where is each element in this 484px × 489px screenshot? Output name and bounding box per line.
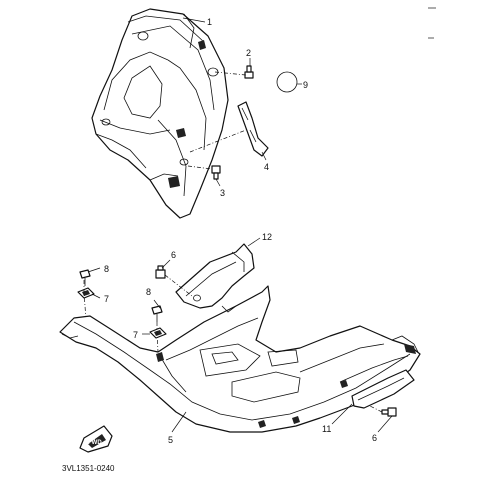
leader-line xyxy=(261,151,267,161)
cap-part-9 xyxy=(276,71,298,93)
callout-7-lower: 7 xyxy=(133,330,138,340)
clip-part-8-lower xyxy=(151,305,163,322)
assembly-line xyxy=(164,274,193,297)
assembly-line xyxy=(369,405,383,413)
under-cover-part-5 xyxy=(59,285,421,433)
leader-line xyxy=(377,415,393,433)
callout-1: 1 xyxy=(207,17,212,27)
callout-8-lower: 8 xyxy=(146,287,151,297)
fwd-arrow-icon: FWD xyxy=(79,425,113,453)
bolt-part-2 xyxy=(244,65,254,79)
callout-9: 9 xyxy=(303,80,308,90)
leg-shield-part-1 xyxy=(91,8,229,219)
bolt-part-6-upper xyxy=(155,265,166,279)
callout-5: 5 xyxy=(168,435,173,445)
callout-3: 3 xyxy=(220,188,225,198)
leader-line xyxy=(331,403,353,425)
bracket-part-12 xyxy=(175,243,255,309)
leader-line xyxy=(182,17,206,23)
leader-line xyxy=(161,259,171,269)
assembly-line xyxy=(187,165,213,170)
leader-line xyxy=(171,411,187,433)
bracket-part-4 xyxy=(237,101,269,157)
callout-8-upper: 8 xyxy=(104,264,109,274)
leader-line xyxy=(153,299,161,309)
callout-6-upper: 6 xyxy=(171,250,176,260)
nut-part-7-lower xyxy=(149,327,167,339)
callout-7-upper: 7 xyxy=(104,294,109,304)
bolt-part-3 xyxy=(211,165,221,180)
leader-line xyxy=(91,293,101,299)
nut-part-7-upper xyxy=(77,287,95,299)
leader-line xyxy=(247,237,261,247)
clip-part-8-upper xyxy=(79,269,91,286)
assembly-line xyxy=(156,322,159,353)
leader-line xyxy=(87,267,101,273)
fwd-mark-label: FWD xyxy=(88,440,102,446)
callout-6-lower: 6 xyxy=(372,433,377,443)
bracket-part-11 xyxy=(351,369,415,409)
bolt-part-6-lower xyxy=(381,407,397,417)
callout-4: 4 xyxy=(264,162,269,172)
assembly-line xyxy=(189,129,247,153)
callout-12: 12 xyxy=(262,232,272,242)
figure-code: 3VL1351-0240 xyxy=(62,464,115,473)
leader-line xyxy=(215,178,221,187)
callout-11: 11 xyxy=(322,424,331,434)
assembly-line xyxy=(83,280,87,321)
assembly-line xyxy=(214,71,247,76)
callout-2: 2 xyxy=(246,48,251,58)
